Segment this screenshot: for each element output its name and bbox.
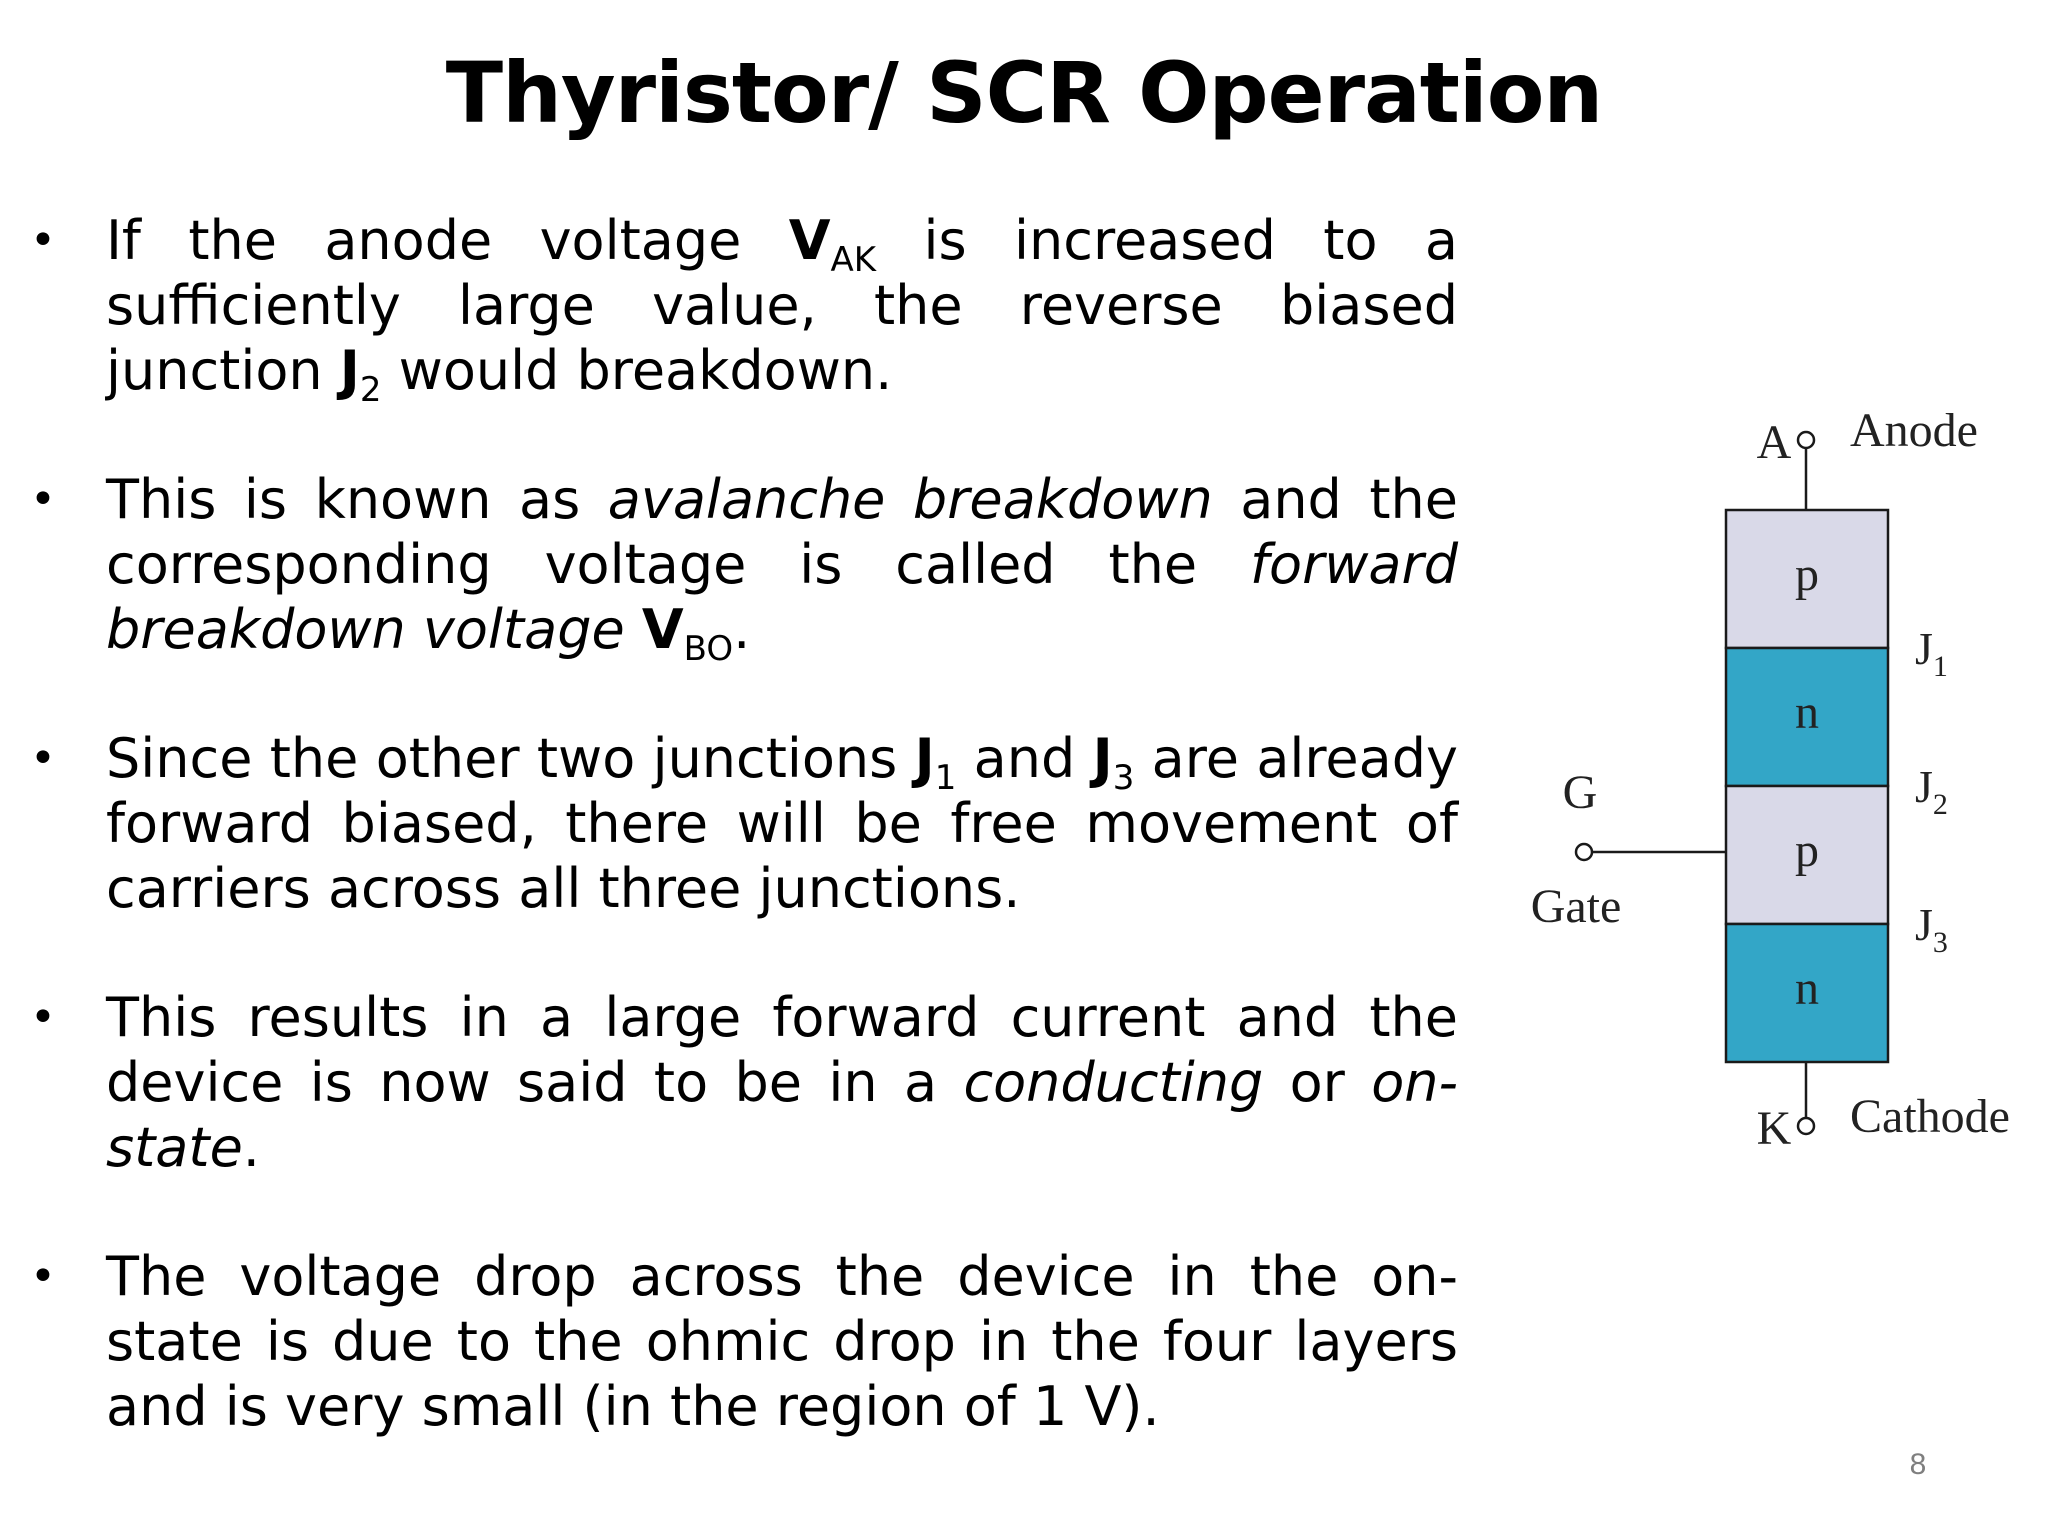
bullet-text-run: conducting (963, 1051, 1264, 1114)
layer-n1 (1724, 646, 1890, 788)
bullet-dot: • (30, 992, 56, 1043)
bullet-text: This results in a large forward current … (106, 986, 1458, 1179)
bullet-text-run: V (641, 598, 684, 661)
bullet-text-run: If the anode voltage (106, 209, 789, 272)
bullet-text-run: The voltage drop across the device in th… (106, 1245, 1458, 1438)
bullet-text-run: avalanche breakdown (607, 468, 1213, 531)
cathode-letter: K (1757, 1102, 1792, 1155)
layer-label: n (1795, 686, 1819, 739)
bullet-text-run: J (1092, 727, 1113, 790)
slide-title: Thyristor/ SCR Operation (445, 44, 1603, 142)
bullet-text-run: BO (683, 629, 734, 669)
junction-label: J3 (1915, 899, 1948, 959)
junction-label: J2 (1915, 761, 1948, 821)
layer-p2 (1724, 784, 1890, 926)
layer-label: p (1795, 548, 1819, 601)
bullet-item: • This is known as avalanche breakdown a… (28, 467, 1458, 666)
bullet-text-run: 2 (359, 370, 382, 410)
cathode-label: Cathode (1850, 1090, 2010, 1143)
bullet-dot: • (30, 1251, 56, 1302)
page-number: 8 (1909, 1448, 1927, 1481)
bullet-text-run: on-state (106, 1051, 1458, 1179)
bullet-text-run: J (339, 339, 360, 402)
layer-label: p (1795, 824, 1819, 877)
bullet-text-run: This results in a large forward current … (106, 986, 1458, 1114)
junction-label: J1 (1915, 623, 1948, 683)
bullet-text-run: and the corresponding voltage is called … (106, 468, 1458, 596)
gate-terminal (1574, 842, 1594, 862)
bullet-text-run: AK (830, 240, 877, 280)
bullet-dot: • (30, 215, 56, 266)
bullet-item: • If the anode voltage VAK is increased … (28, 208, 1458, 407)
cathode-terminal (1796, 1116, 1816, 1136)
bullet-dot: • (30, 733, 56, 784)
bullet-text-run: . (242, 1116, 260, 1179)
bullet-text-run: and (956, 727, 1093, 790)
anode-terminal (1796, 430, 1816, 450)
layer-label: n (1795, 962, 1819, 1015)
bullet-item: • This results in a large forward curren… (28, 985, 1458, 1180)
gate-label: Gate (1531, 880, 1622, 933)
bullet-list: • If the anode voltage VAK is increased … (28, 208, 1458, 1503)
bullet-text-run: V (788, 209, 831, 272)
anode-letter: A (1757, 416, 1792, 469)
bullet-text-run: forward breakdown voltage (106, 533, 1458, 661)
bullet-text-run: . (733, 598, 751, 661)
thyristor-diagram: A Anode p n p n J1 J2 J3 G Gate K Cathod… (1531, 404, 2010, 1155)
layer-p1 (1724, 508, 1890, 650)
bullet-text: If the anode voltage VAK is increased to… (106, 209, 1458, 407)
layer-n2 (1724, 922, 1890, 1064)
bullet-text: The voltage drop across the device in th… (106, 1245, 1458, 1438)
bullet-text-run: Since the other two junctions (106, 727, 915, 790)
bullet-text: This is known as avalanche breakdown and… (106, 468, 1458, 666)
bullet-text-run (625, 598, 642, 661)
bullet-text-run: is increased to a sufficiently large val… (106, 209, 1458, 402)
bullet-text-run: are already forward biased, there will b… (106, 727, 1458, 920)
bullet-text-run: or (1263, 1051, 1372, 1114)
bullet-item: • Since the other two junctions J1 and J… (28, 726, 1458, 921)
anode-label: Anode (1850, 404, 1978, 457)
bullet-text-run: 3 (1112, 758, 1135, 798)
bullet-text: Since the other two junctions J1 and J3 … (106, 727, 1458, 920)
bullet-text-run: 1 (934, 758, 957, 798)
bullet-text-run: J (914, 727, 935, 790)
bullet-text-run: would breakdown. (381, 339, 893, 402)
bullet-text-run: This is known as (106, 468, 608, 531)
gate-letter: G (1563, 766, 1598, 819)
bullet-dot: • (30, 474, 56, 525)
bullet-item: • The voltage drop across the device in … (28, 1244, 1458, 1439)
